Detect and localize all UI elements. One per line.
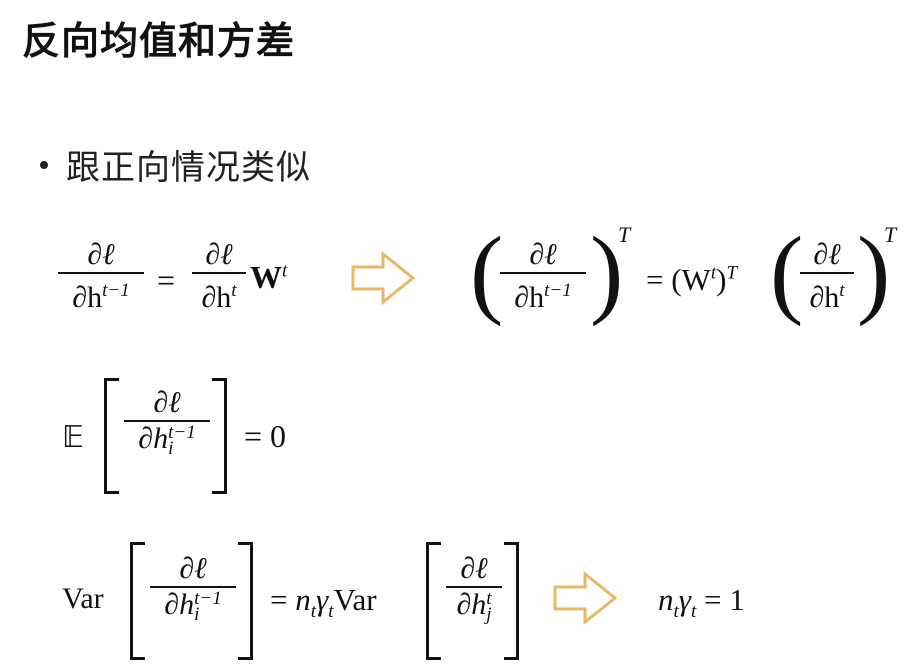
- fraction-bar: [58, 272, 144, 274]
- n-sub: t: [673, 601, 679, 623]
- n: n: [658, 582, 674, 617]
- fraction-lhs: ∂ℓ ∂ht−1: [58, 238, 144, 315]
- den-base: ∂h: [456, 588, 487, 621]
- den-base: ∂h: [72, 281, 103, 314]
- n: n: [295, 582, 311, 617]
- den-base: ∂h: [514, 281, 545, 314]
- var-label-2: Var: [333, 582, 377, 617]
- den-base: ∂h: [809, 281, 840, 314]
- var-label: Var: [62, 582, 104, 615]
- right-bracket: [238, 542, 253, 660]
- numerator: ∂ℓ: [87, 238, 115, 271]
- expectation-symbol: 𝔼: [62, 421, 84, 454]
- den-sup: t−1: [544, 280, 572, 301]
- close-paren: ): [716, 262, 727, 297]
- eq-W: = (W: [646, 262, 711, 297]
- den-sup: t: [231, 280, 237, 301]
- numerator: ∂ℓ: [460, 552, 488, 585]
- gamma: γ: [316, 582, 329, 617]
- n-sub: t: [310, 601, 317, 623]
- hollow-right-arrow-icon: [553, 570, 618, 626]
- fraction-bar: [800, 272, 854, 274]
- transpose-W: = (Wt)T: [646, 262, 737, 298]
- W-sup: t: [282, 260, 288, 282]
- fraction-bar: [446, 586, 502, 588]
- expectation-rhs: = 0: [244, 418, 287, 454]
- equals: =: [157, 262, 176, 298]
- transpose-sup-2: T: [884, 222, 897, 247]
- gamma-sub: t: [691, 601, 697, 623]
- right-paren-2: ): [857, 216, 891, 327]
- equals: =: [270, 582, 288, 617]
- den-base: ∂h: [138, 422, 169, 455]
- den-sub: j: [486, 604, 492, 626]
- right-bracket: [212, 378, 227, 494]
- matrix-W: Wt: [250, 259, 287, 296]
- fraction: ∂ℓ ∂ht−1: [500, 238, 586, 315]
- den-sub: i: [194, 604, 200, 626]
- numerator: ∂ℓ: [153, 386, 181, 419]
- transpose-sup: T: [618, 222, 631, 247]
- T-sup: T: [726, 262, 738, 284]
- numerator: ∂ℓ: [813, 238, 841, 271]
- den-sup: t−1: [168, 422, 196, 444]
- numerator: ∂ℓ: [529, 238, 557, 271]
- denominator: ∂ht: [809, 274, 844, 315]
- right-bracket-2: [504, 542, 519, 660]
- fraction-2: ∂ℓ ∂ht: [800, 238, 854, 315]
- slide-title: 反向均值和方差: [22, 19, 296, 63]
- gamma: γ: [678, 582, 691, 617]
- den-sup: t−1: [194, 588, 222, 610]
- den-sup: t−1: [102, 280, 130, 301]
- equation-result: ntγt = 1: [658, 582, 745, 623]
- den-sup: t: [839, 280, 845, 301]
- left-paren-2: (: [770, 216, 804, 327]
- numerator: ∂ℓ: [205, 238, 233, 271]
- variance-mid: = ntγtVar: [270, 582, 377, 623]
- bullet-dot-icon: [40, 160, 48, 169]
- W-base: W: [250, 259, 282, 295]
- denominator: ∂ht−1: [72, 274, 129, 315]
- left-bracket: [130, 542, 145, 660]
- fraction-bar: [124, 420, 210, 422]
- denominator: ∂ht: [201, 274, 236, 315]
- den-base: ∂h: [201, 281, 232, 314]
- den-base: ∂h: [164, 588, 195, 621]
- left-paren: (: [470, 216, 504, 327]
- gamma-sub: t: [328, 601, 334, 623]
- denominator: ∂ht−1: [514, 274, 571, 315]
- fraction-bar: [150, 586, 236, 588]
- right-paren: ): [590, 216, 624, 327]
- fraction-bar: [192, 272, 246, 274]
- fraction-bar: [500, 272, 586, 274]
- bullet-text: 跟正向情况类似: [66, 148, 311, 188]
- W-sup: t: [710, 262, 717, 284]
- fraction-rhs: ∂ℓ ∂ht: [192, 238, 246, 315]
- bullet-item: 跟正向情况类似: [40, 140, 311, 189]
- hollow-right-arrow-icon: [351, 250, 416, 306]
- result-rhs: = 1: [704, 582, 745, 617]
- den-sub: i: [168, 438, 174, 460]
- numerator: ∂ℓ: [179, 552, 207, 585]
- left-bracket: [104, 378, 119, 494]
- den-sup: t: [486, 588, 492, 610]
- left-bracket-2: [426, 542, 441, 660]
